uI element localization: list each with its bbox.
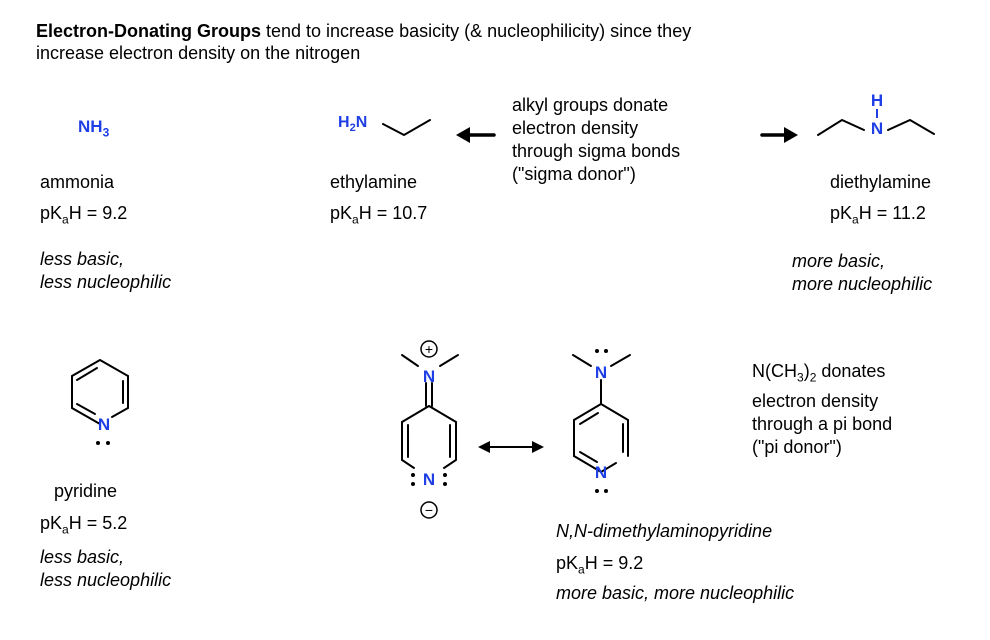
pi-note-line1-sub: 3 <box>797 370 804 385</box>
pi-note: N(CH3)2 donates electron density through… <box>752 360 892 459</box>
pi-note-line3: through a pi bond <box>752 413 893 434</box>
ethylamine-label-sub: 2 <box>349 122 356 135</box>
dmap-ring-n-atom: N <box>595 463 607 482</box>
dmap-iminium-structure <box>401 354 459 469</box>
lone-pair-dot <box>595 349 599 353</box>
pi-note-line2: electron density <box>752 390 879 411</box>
ethylamine-pka-prefix: pK <box>330 203 353 223</box>
ammonia-pka-rest: H = 9.2 <box>68 203 128 223</box>
dmap-pka: pKaH = 9.2 <box>556 552 643 582</box>
lone-pair-dot <box>595 489 599 493</box>
pi-note-line1-main: N(CH <box>752 361 797 381</box>
ethylamine-pka: pKaH = 10.7 <box>330 202 427 232</box>
pyridine-n-atom: N <box>98 415 110 434</box>
diethylamine-note1: more basic, <box>792 251 886 271</box>
dmap-iminium-ring-n-atom: N <box>423 470 435 489</box>
positive-charge-circle <box>420 340 438 358</box>
alkyl-note-line1: alkyl groups donate <box>512 95 669 115</box>
ethylamine-pka-sub: a <box>352 212 359 227</box>
arrow-left-head <box>456 127 470 143</box>
dmap-pka-prefix: pK <box>556 553 579 573</box>
diethylamine-note2: more nucleophilic <box>792 274 933 294</box>
alkyl-note: alkyl groups donate electron density thr… <box>512 94 680 186</box>
pyridine-note1: less basic, <box>40 547 125 567</box>
pyridine-pka-rest: H = 5.2 <box>68 513 128 533</box>
dmap-name: N,N-dimethylaminopyridine <box>556 521 773 541</box>
pyridine-pka-prefix: pK <box>40 513 63 533</box>
diethylamine-pka-rest: H = 11.2 <box>858 203 926 223</box>
dmap-pka-sub: a <box>578 562 585 577</box>
ammonia-formula: NH3 <box>78 117 109 139</box>
negative-charge-circle <box>420 501 438 519</box>
lone-pair-dot <box>443 473 447 477</box>
diethylamine-pka-sub: a <box>852 212 859 227</box>
ethylamine-label: H2N <box>338 114 367 134</box>
resonance-arrow-right-head <box>532 441 544 453</box>
positive-charge-sign: + <box>425 341 433 357</box>
pyridine-lone-pair-dot <box>106 441 110 445</box>
ammonia-formula-main: NH <box>78 117 103 136</box>
lone-pair-dot <box>411 482 415 486</box>
intro-rest: tend to increase basicity (& nucleophili… <box>261 21 692 41</box>
diethylamine-n-atom: N <box>871 119 883 138</box>
ethylamine-name: ethylamine <box>330 172 418 192</box>
intro-line2: increase electron density on the nitroge… <box>36 43 361 63</box>
pyridine-pka-sub: a <box>62 522 69 537</box>
ammonia-pka-prefix: pK <box>40 203 63 223</box>
resonance-arrow-left-head <box>478 441 490 453</box>
ethylamine-label-n: N <box>355 114 368 131</box>
pyridine-ring <box>71 359 129 425</box>
pyridine-name: pyridine <box>54 481 118 501</box>
ammonia-note: less basic, less nucleophilic <box>40 248 171 294</box>
negative-charge-sign: − <box>425 502 433 518</box>
ethylamine-pka-rest: H = 10.7 <box>358 203 428 223</box>
diethylamine-pka-prefix: pK <box>830 203 853 223</box>
lone-pair-dot <box>411 473 415 477</box>
lone-pair-dot <box>604 349 608 353</box>
intro-bold: Electron-Donating Groups <box>36 21 261 41</box>
diethylamine-note: more basic, more nucleophilic <box>792 250 932 296</box>
dmap-neutral-structure <box>572 354 631 474</box>
ethylamine-chain <box>382 119 431 137</box>
ammonia-pka-sub: a <box>62 212 69 227</box>
ammonia-pka: pKaH = 9.2 <box>40 202 127 232</box>
dmap-pka-rest: H = 9.2 <box>584 553 644 573</box>
lone-pair-dot <box>604 489 608 493</box>
diethylamine-pka: pKaH = 11.2 <box>830 202 926 232</box>
ethylamine-label-h: H <box>338 114 350 131</box>
alkyl-note-line2: electron density <box>512 118 639 138</box>
alkyl-note-line3: through sigma bonds <box>512 141 681 161</box>
arrow-right-head <box>784 127 798 143</box>
ammonia-note1: less basic, <box>40 249 125 269</box>
ammonia-note2: less nucleophilic <box>40 272 172 292</box>
intro-text: Electron-Donating Groups tend to increas… <box>36 20 691 64</box>
dmap-amine-n-atom: N <box>595 363 607 382</box>
ammonia-name: ammonia <box>40 172 115 192</box>
alkyl-note-line4: ("sigma donor") <box>512 164 636 184</box>
pyridine-pka: pKaH = 5.2 <box>40 512 127 542</box>
diethylamine-left-chain <box>817 118 865 136</box>
diethylamine-h-atom: H <box>871 91 883 110</box>
pi-note-line1-rest: donates <box>816 361 886 381</box>
pi-note-line1-sub2: 2 <box>809 370 817 385</box>
pi-note-line1-close: ) <box>803 361 810 381</box>
diethylamine-name: diethylamine <box>830 172 932 192</box>
pyridine-note: less basic, less nucleophilic <box>40 546 171 592</box>
diethylamine-right-chain <box>887 118 935 135</box>
pi-note-line4: ("pi donor") <box>752 436 842 457</box>
pyridine-lone-pair-dot <box>96 441 100 445</box>
dmap-note: more basic, more nucleophilic <box>556 583 795 603</box>
ammonia-formula-sub: 3 <box>102 125 110 140</box>
dmap-iminium-n-atom: N <box>423 367 435 386</box>
lone-pair-dot <box>443 482 447 486</box>
pyridine-note2: less nucleophilic <box>40 570 172 590</box>
